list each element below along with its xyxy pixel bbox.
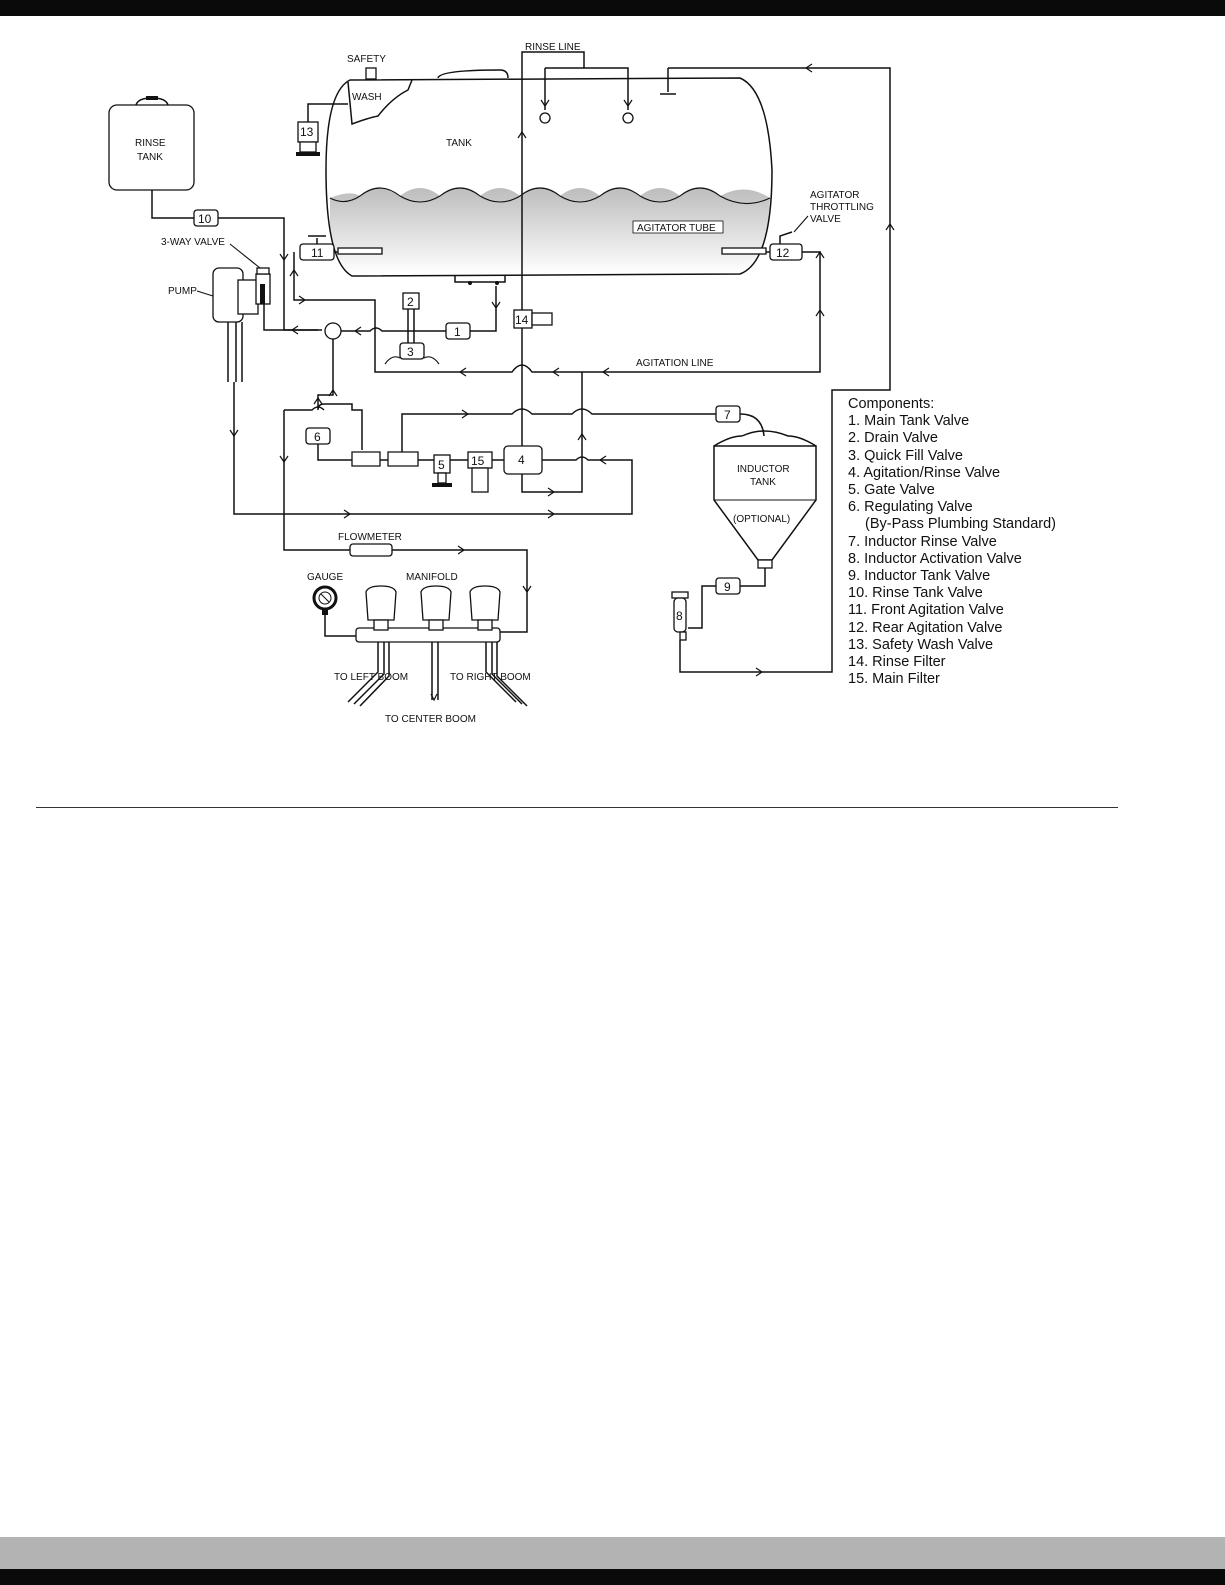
- legend-item: 2. Drain Valve: [848, 430, 938, 447]
- valve-12-number: 12: [776, 246, 790, 260]
- horizontal-divider: [36, 807, 1118, 808]
- legend-item: 13. Safety Wash Valve: [848, 636, 994, 653]
- rinse-line: [517, 51, 634, 410]
- filter-14-number: 14: [515, 313, 529, 327]
- components-legend: Components: 1. Main Tank Valve 2. Drain …: [848, 396, 1056, 688]
- legend-item: 3. Quick Fill Valve: [848, 447, 963, 464]
- footer-gray-band: [0, 1537, 1225, 1569]
- rinse-line-label: RINSE LINE: [525, 42, 581, 53]
- valve-4-number: 4: [518, 453, 525, 467]
- plumbing-diagram: SAFETY WASH TANK RINSE LINE AGITATOR TUB…: [108, 42, 895, 725]
- legend-item: 12. Rear Agitation Valve: [848, 619, 1003, 636]
- legend-item: 10. Rinse Tank Valve: [848, 585, 983, 602]
- filter-15-number: 15: [471, 454, 485, 468]
- legend-title: Components:: [848, 396, 935, 412]
- gauge-label: GAUGE: [307, 572, 343, 583]
- safety-label: SAFETY: [347, 54, 386, 65]
- valve-1-number: 1: [454, 325, 461, 339]
- valve-9-number: 9: [724, 580, 731, 594]
- to-left-boom-label: TO LEFT BOOM: [334, 672, 408, 683]
- agitator-tube-label: AGITATOR TUBE: [637, 223, 716, 234]
- optional-label: (OPTIONAL): [733, 514, 790, 525]
- inductor-tank-label-1: INDUCTOR: [737, 464, 790, 475]
- agitator-throttling-label-3: VALVE: [810, 214, 841, 225]
- to-center-boom-label: TO CENTER BOOM: [385, 714, 476, 725]
- agitator-throttling-label-2: THROTTLING: [810, 202, 874, 213]
- pump: [212, 267, 271, 382]
- valve-11-number: 11: [311, 246, 324, 260]
- legend-item: 5. Gate Valve: [848, 482, 935, 499]
- legend-item: 7. Inductor Rinse Valve: [848, 533, 997, 550]
- valve-3-number: 3: [407, 345, 414, 359]
- legend-item: 14. Rinse Filter: [848, 654, 946, 671]
- agitation-line-label: AGITATION LINE: [636, 358, 714, 369]
- legend-item: 15. Main Filter: [848, 671, 940, 688]
- valve-6-number: 6: [314, 430, 321, 444]
- manifold-label: MANIFOLD: [406, 572, 458, 583]
- tank-label: TANK: [446, 138, 472, 149]
- flowmeter-label: FLOWMETER: [338, 532, 402, 543]
- legend-note: (By-Pass Plumbing Standard): [865, 516, 1056, 533]
- pump-label: PUMP: [168, 286, 197, 297]
- manifold: [347, 585, 528, 707]
- wash-label: WASH: [352, 92, 382, 103]
- top-border-bar: [0, 0, 1225, 16]
- rinse-tank-label-2: TANK: [137, 152, 163, 163]
- rinse-tank-label-1: RINSE: [135, 138, 166, 149]
- main-tank: [325, 67, 773, 285]
- legend-item: 1. Main Tank Valve: [848, 413, 970, 430]
- legend-item: 9. Inductor Tank Valve: [848, 568, 991, 585]
- valve-10-number: 10: [198, 212, 212, 226]
- footer-black-bar: [0, 1569, 1225, 1585]
- inductor-tank-label-2: TANK: [750, 477, 776, 488]
- to-right-boom-label: TO RIGHT BOOM: [450, 672, 531, 683]
- valve-13-number: 13: [300, 125, 314, 139]
- legend-item: 4. Agitation/Rinse Valve: [848, 464, 1001, 481]
- inductor-tank: [713, 430, 817, 578]
- valve-2-number: 2: [407, 295, 414, 309]
- valve-7-number: 7: [724, 408, 731, 422]
- three-way-valve-label: 3-WAY VALVE: [161, 237, 225, 248]
- agitator-throttling-label-1: AGITATOR: [810, 190, 859, 201]
- valve-8-number: 8: [676, 609, 683, 623]
- legend-item: 11. Front Agitation Valve: [848, 602, 1004, 619]
- valve-5-number: 5: [438, 458, 445, 472]
- legend-item: 8. Inductor Activation Valve: [848, 550, 1022, 567]
- legend-item: 6. Regulating Valve: [848, 499, 973, 516]
